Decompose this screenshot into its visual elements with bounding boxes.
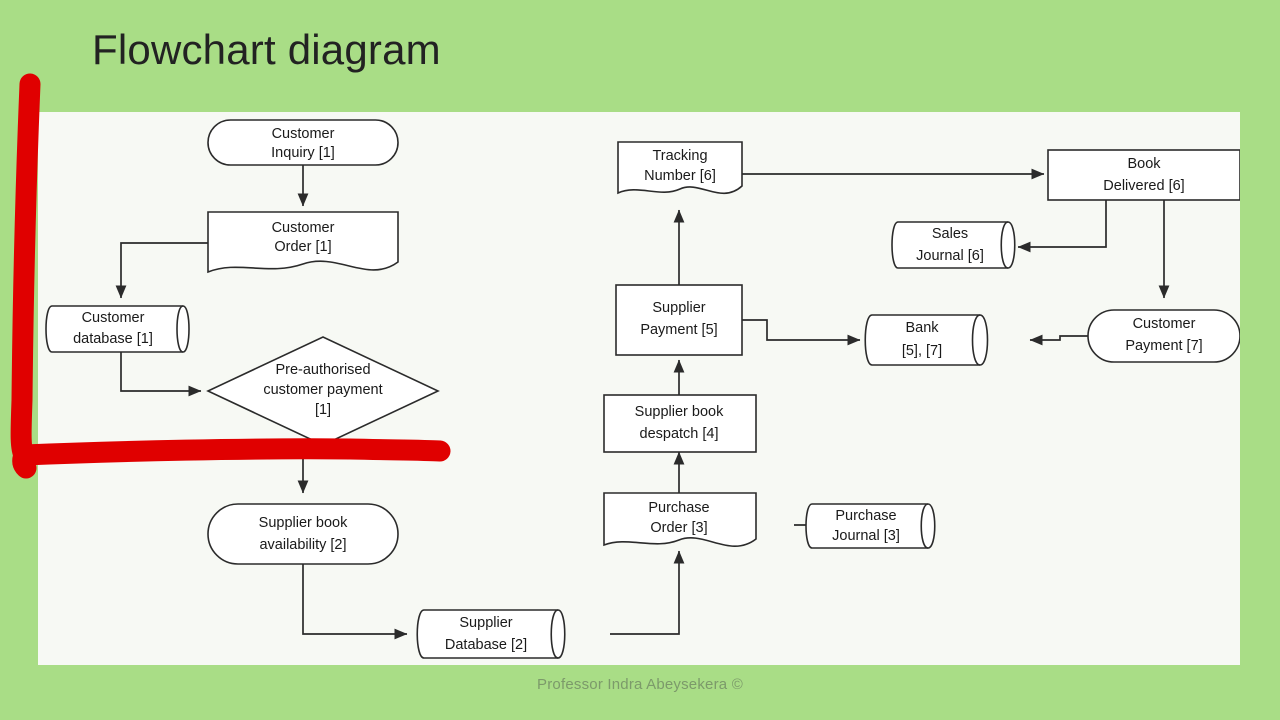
connector-layer (115, 165, 1170, 640)
node-purchase-journal-line1: Purchase (835, 508, 896, 524)
node-customer-inquiry[interactable]: Customer Inquiry [1] (207, 119, 399, 166)
node-customer-order-line1: Customer (272, 220, 335, 236)
footer-credit: Professor Indra Abeysekera © (537, 676, 743, 693)
edge-supplier-book-availability-to-supplier-database (302, 564, 408, 640)
node-pre-authorised-payment-line3: [1] (315, 402, 331, 418)
edge-supplier-payment-to-bank (742, 319, 861, 346)
node-book-delivered[interactable]: Book Delivered [6] (1047, 149, 1240, 201)
node-supplier-database-line2: Database [2] (445, 637, 527, 653)
node-customer-database-line1: Customer (82, 310, 145, 326)
node-customer-payment-line1: Customer (1133, 316, 1196, 332)
node-pre-authorised-payment-line1: Pre-authorised (275, 362, 370, 378)
node-sales-journal-line1: Sales (932, 226, 968, 242)
node-pre-authorised-payment-line2: customer payment (263, 382, 382, 398)
edge-supplier-database-to-purchase-order (610, 550, 685, 635)
page-title: Flowchart diagram (92, 26, 441, 73)
diagram-panel: Customer Inquiry [1] Customer Order [1] … (38, 112, 1240, 665)
node-supplier-book-availability-line2: availability [2] (259, 537, 346, 553)
node-supplier-book-despatch[interactable]: Supplier book despatch [4] (603, 394, 757, 453)
node-tracking-number-line2: Number [6] (644, 168, 716, 184)
node-customer-inquiry-line1: Customer (272, 126, 335, 142)
node-customer-inquiry-line2: Inquiry [1] (271, 145, 335, 161)
node-purchase-journal[interactable]: Purchase Journal [3] (805, 503, 936, 549)
edge-book-delivered-to-sales-journal (1017, 200, 1107, 253)
node-book-delivered-line1: Book (1127, 156, 1161, 172)
edge-customer-order-to-customer-database (115, 242, 208, 299)
node-supplier-book-despatch-line1: Supplier book (635, 404, 724, 420)
node-supplier-payment[interactable]: Supplier Payment [5] (615, 284, 743, 356)
node-tracking-number[interactable]: Tracking Number [6] (617, 141, 743, 195)
red-marker-annotation-tail (12, 444, 37, 479)
node-bank-line1: Bank (905, 320, 939, 336)
node-purchase-journal-line2: Journal [3] (832, 528, 900, 544)
node-bank-line2: [5], [7] (902, 343, 942, 359)
node-supplier-book-availability-line1: Supplier book (259, 515, 348, 531)
node-purchase-order[interactable]: Purchase Order [3] (603, 492, 757, 547)
edge-customer-database-to-decision (120, 352, 202, 397)
node-supplier-book-availability[interactable]: Supplier book availability [2] (207, 503, 399, 565)
node-supplier-payment-line1: Supplier (652, 300, 705, 316)
node-supplier-payment-line2: Payment [5] (640, 322, 717, 338)
node-customer-payment[interactable]: Customer Payment [7] (1087, 309, 1240, 363)
node-customer-database-line2: database [1] (73, 331, 153, 347)
flowchart-svg: Customer Inquiry [1] Customer Order [1] … (45, 119, 1240, 659)
node-purchase-order-line1: Purchase (648, 500, 709, 516)
node-book-delivered-line2: Delivered [6] (1103, 178, 1184, 194)
node-sales-journal-line2: Journal [6] (916, 248, 984, 264)
node-supplier-database-line1: Supplier (459, 615, 512, 631)
node-supplier-database[interactable]: Supplier Database [2] (416, 609, 566, 659)
node-customer-order-line2: Order [1] (274, 239, 331, 255)
node-tracking-number-line1: Tracking (652, 148, 707, 164)
node-pre-authorised-payment[interactable]: Pre-authorised customer payment [1] (206, 336, 440, 446)
node-supplier-book-despatch-line2: despatch [4] (640, 426, 719, 442)
edge-customer-payment-to-bank (1029, 334, 1088, 346)
node-sales-journal[interactable]: Sales Journal [6] (891, 221, 1016, 269)
node-customer-payment-line2: Payment [7] (1125, 338, 1202, 354)
edge-decision-to-supplier-book-availability (297, 445, 324, 494)
node-bank[interactable]: Bank [5], [7] (864, 314, 989, 366)
node-customer-order[interactable]: Customer Order [1] (207, 211, 399, 274)
node-customer-database[interactable]: Customer database [1] (45, 305, 190, 353)
node-purchase-order-line2: Order [3] (650, 520, 707, 536)
